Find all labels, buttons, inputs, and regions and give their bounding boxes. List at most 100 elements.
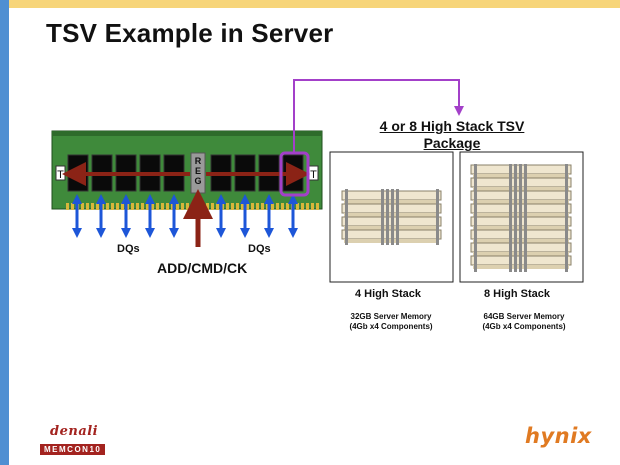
gold-finger bbox=[176, 203, 179, 210]
gold-finger bbox=[96, 203, 99, 210]
stack4-label: 4 High Stack bbox=[355, 288, 422, 300]
gold-finger bbox=[141, 203, 144, 210]
gold-finger bbox=[71, 203, 74, 210]
dq-arrow-head-down bbox=[264, 228, 274, 238]
gold-finger bbox=[151, 203, 154, 210]
stack4-desc-line1: 32GB Server Memory bbox=[350, 312, 432, 321]
gold-finger bbox=[241, 203, 244, 210]
dq-arrow-head-down bbox=[145, 228, 155, 238]
dq-arrows bbox=[72, 194, 298, 238]
stack4-dies bbox=[341, 189, 442, 245]
stack8-description: 64GB Server Memory (4Gb x4 Components) bbox=[467, 312, 581, 332]
highlight-connector-head bbox=[454, 106, 464, 116]
gold-finger bbox=[166, 203, 169, 210]
stack4-tsv bbox=[386, 189, 389, 245]
dq-arrow-head-down bbox=[216, 228, 226, 238]
dq-arrow-head-down bbox=[240, 228, 250, 238]
gold-finger bbox=[296, 203, 299, 210]
gold-finger bbox=[261, 203, 264, 210]
slide-title: TSV Example in Server bbox=[46, 18, 334, 48]
terminator-right-label: T bbox=[310, 169, 317, 181]
stack8-tsv bbox=[474, 164, 477, 272]
gold-finger bbox=[181, 203, 184, 210]
gold-finger bbox=[186, 203, 189, 210]
dq-arrow-head-up bbox=[288, 194, 298, 204]
hynix-logo: hynix bbox=[525, 424, 592, 448]
stack8-tsv bbox=[519, 164, 522, 272]
gold-finger bbox=[131, 203, 134, 210]
reg-label-r: R bbox=[195, 156, 202, 166]
dq-arrow-head-up bbox=[240, 194, 250, 204]
denali-logo-text: denali bbox=[50, 424, 99, 439]
left-accent-bar bbox=[0, 0, 9, 465]
gold-finger bbox=[86, 203, 89, 210]
stack8-label: 8 High Stack bbox=[484, 288, 551, 300]
gold-finger bbox=[236, 203, 239, 210]
gold-finger bbox=[211, 203, 214, 210]
stack8-tsv bbox=[524, 164, 527, 272]
module-pcb-edge bbox=[52, 131, 322, 136]
denali-memcon-logo: denali MEMCON10 bbox=[40, 424, 106, 457]
gold-finger bbox=[256, 203, 259, 210]
gold-finger bbox=[81, 203, 84, 210]
stack4-tsv bbox=[345, 189, 348, 245]
gold-finger bbox=[216, 203, 219, 210]
gold-finger bbox=[121, 203, 124, 210]
dq-arrow-head-down bbox=[121, 228, 131, 238]
gold-finger bbox=[246, 203, 249, 210]
gold-finger bbox=[146, 203, 149, 210]
gold-finger bbox=[231, 203, 234, 210]
gold-finger bbox=[276, 203, 279, 210]
stack4-tsv bbox=[396, 189, 399, 245]
package-title-line1: 4 or 8 High Stack TSV bbox=[379, 118, 525, 134]
stack8-tsv bbox=[514, 164, 517, 272]
reg-label-g: G bbox=[194, 176, 201, 186]
gold-finger bbox=[281, 203, 284, 210]
gold-finger bbox=[136, 203, 139, 210]
terminator-left-label: T bbox=[57, 169, 64, 181]
stack4-desc-line2: (4Gb x4 Components) bbox=[349, 322, 433, 331]
gold-finger bbox=[226, 203, 229, 210]
gold-finger bbox=[111, 203, 114, 210]
stack4-tsv bbox=[391, 189, 394, 245]
gold-finger bbox=[311, 203, 314, 210]
dq-arrow-head-down bbox=[96, 228, 106, 238]
gold-finger bbox=[156, 203, 159, 210]
dq-arrow-head-down bbox=[169, 228, 179, 238]
gold-finger bbox=[206, 203, 209, 210]
gold-finger bbox=[201, 203, 204, 210]
dq-right-label: DQs bbox=[248, 243, 271, 255]
gold-finger bbox=[116, 203, 119, 210]
gold-finger bbox=[306, 203, 309, 210]
stack4-tsv bbox=[436, 189, 439, 245]
stack4-tsv bbox=[381, 189, 384, 245]
stack8-desc-line2: (4Gb x4 Components) bbox=[482, 322, 566, 331]
dq-arrow-head-up bbox=[169, 194, 179, 204]
memcon-logo-box: MEMCON10 bbox=[40, 444, 106, 455]
top-accent-bar bbox=[0, 0, 620, 8]
stack8-tsv bbox=[509, 164, 512, 272]
cmd-label: ADD/CMD/CK bbox=[157, 260, 248, 276]
dq-left-label: DQs bbox=[117, 243, 140, 255]
gold-finger bbox=[91, 203, 94, 210]
gold-finger bbox=[66, 203, 69, 210]
gold-finger bbox=[316, 203, 319, 210]
dq-arrow-head-up bbox=[145, 194, 155, 204]
gold-finger bbox=[286, 203, 289, 210]
dq-arrow-head-up bbox=[96, 194, 106, 204]
gold-finger bbox=[271, 203, 274, 210]
stack8-dies bbox=[470, 164, 572, 272]
gold-finger bbox=[251, 203, 254, 210]
dq-arrow-head-up bbox=[264, 194, 274, 204]
stack4-description: 32GB Server Memory (4Gb x4 Components) bbox=[336, 312, 446, 332]
gold-finger bbox=[106, 203, 109, 210]
package-title: 4 or 8 High Stack TSV Package bbox=[352, 118, 552, 152]
highlight-connector bbox=[293, 79, 460, 153]
stack8-tsv bbox=[565, 164, 568, 272]
dq-arrow-head-up bbox=[72, 194, 82, 204]
dq-arrow-head-down bbox=[72, 228, 82, 238]
dq-arrow-head-up bbox=[121, 194, 131, 204]
stack8-desc-line1: 64GB Server Memory bbox=[483, 312, 565, 321]
reg-label-e: E bbox=[195, 166, 201, 176]
